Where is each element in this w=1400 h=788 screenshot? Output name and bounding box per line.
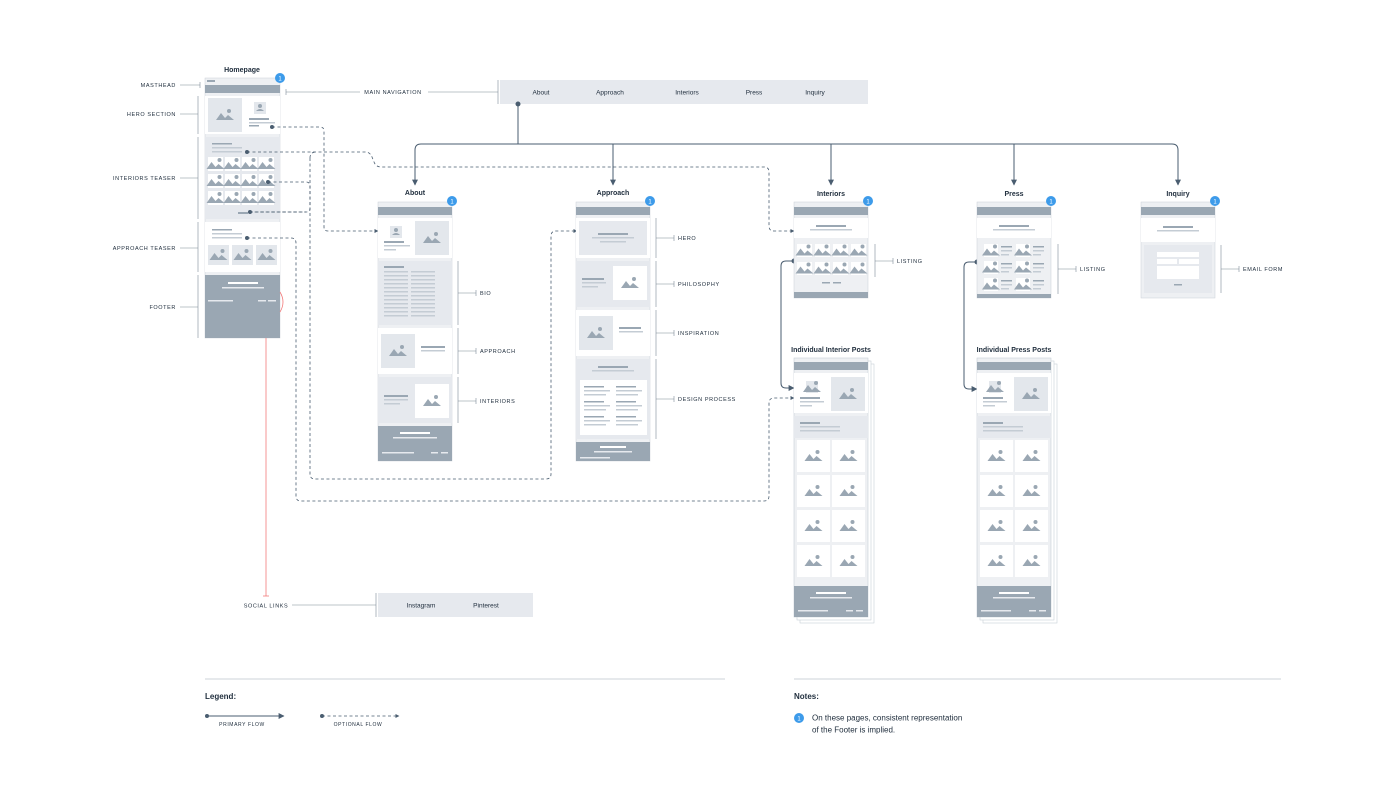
legend-title: Legend: <box>205 692 236 701</box>
label-footer: FOOTER <box>149 305 176 311</box>
inquiry-page-wireframe: Inquiry 1 <box>1140 191 1220 299</box>
label-philosophy: PHILOSOPHY <box>678 282 720 288</box>
notes-title: Notes: <box>794 692 819 701</box>
inquiry-page-title: Inquiry <box>1166 191 1189 198</box>
homepage-label-connectors <box>180 82 201 338</box>
homepage-section-labels: MASTHEAD HERO SECTION INTERIORS TEASER A… <box>113 83 176 311</box>
homepage-wireframe: Homepage <box>204 67 285 339</box>
label-approach-teaser: APPROACH TEASER <box>113 246 176 252</box>
label-approach-hero: HERO <box>678 236 696 242</box>
press-posts-wireframe: Individual Press Posts <box>977 347 1058 624</box>
primary-flow-connectors <box>412 101 1181 392</box>
about-section-labels: BIO APPROACH INTERIORS <box>457 261 516 423</box>
social-links: SOCIAL LINKS Instagram Pinterest <box>244 291 533 617</box>
press-page-wireframe: Press 1 <box>976 191 1056 299</box>
label-bio: BIO <box>480 291 491 297</box>
label-about-approach: APPROACH <box>480 349 516 355</box>
svg-text:1: 1 <box>1049 200 1053 206</box>
homepage-title: Homepage <box>224 67 260 74</box>
label-email-form: EMAIL FORM <box>1243 267 1283 273</box>
nav-item-about[interactable]: About <box>533 90 550 97</box>
optional-flow-connectors <box>245 125 795 502</box>
main-navigation: MAIN NAVIGATION About Approach Interiors… <box>285 80 868 104</box>
label-press-listing: LISTING <box>1080 267 1106 273</box>
label-interiors-teaser: INTERIORS TEASER <box>113 176 176 182</box>
interiors-section-labels: LISTING <box>874 244 923 277</box>
approach-page-title: Approach <box>597 190 630 197</box>
svg-text:1: 1 <box>1213 200 1217 206</box>
notes-number: 1 <box>797 717 801 723</box>
nav-item-press[interactable]: Press <box>746 90 763 97</box>
about-page-title: About <box>405 190 426 197</box>
label-interiors-listing: LISTING <box>897 259 923 265</box>
note-badge: 1 <box>447 196 457 206</box>
approach-section-labels: HERO PHILOSOPHY INSPIRATION DESIGN PROCE… <box>655 218 736 439</box>
note-badge: 1 <box>1210 196 1220 206</box>
label-masthead: MASTHEAD <box>141 83 176 89</box>
label-inspiration: INSPIRATION <box>678 331 719 337</box>
press-page-title: Press <box>1004 191 1023 198</box>
notes: Notes: 1 On these pages, consistent repr… <box>794 678 1281 735</box>
interiors-teaser-thumbnails <box>206 157 276 205</box>
interior-posts-title: Individual Interior Posts <box>791 347 871 354</box>
social-link-instagram[interactable]: Instagram <box>407 603 436 610</box>
nav-item-approach[interactable]: Approach <box>596 90 624 97</box>
nav-item-interiors[interactable]: Interiors <box>675 90 699 97</box>
approach-page-wireframe: Approach <box>575 190 655 462</box>
nav-item-inquiry[interactable]: Inquiry <box>805 90 825 97</box>
inquiry-section-labels: EMAIL FORM <box>1220 245 1283 293</box>
svg-text:1: 1 <box>450 200 454 206</box>
notes-line-1: On these pages, consistent representatio… <box>812 714 962 723</box>
social-links-label: SOCIAL LINKS <box>244 604 289 610</box>
note-badge: 1 <box>1046 196 1056 206</box>
legend-optional-flow: OPTIONAL FLOW <box>334 722 383 728</box>
interiors-page-wireframe: Interiors 1 <box>793 191 873 299</box>
svg-text:1: 1 <box>866 200 870 206</box>
label-design-process: DESIGN PROCESS <box>678 397 736 403</box>
note-badge: 1 <box>645 196 655 206</box>
svg-text:1: 1 <box>648 200 652 206</box>
main-navigation-label: MAIN NAVIGATION <box>364 90 421 96</box>
label-about-interiors: INTERIORS <box>480 399 515 405</box>
press-posts-title: Individual Press Posts <box>977 347 1052 354</box>
note-badge: 1 <box>275 73 285 83</box>
press-section-labels: LISTING <box>1057 244 1106 294</box>
label-hero-section: HERO SECTION <box>127 112 176 118</box>
social-link-pinterest[interactable]: Pinterest <box>473 603 499 610</box>
legend: Legend: PRIMARY FLOW OPTIONAL FLOW <box>205 678 725 728</box>
legend-primary-flow: PRIMARY FLOW <box>219 722 265 728</box>
about-page-wireframe: About <box>377 190 457 462</box>
interior-posts-wireframe: Individual Interior Posts <box>791 347 875 624</box>
note-badge: 1 <box>863 196 873 206</box>
svg-text:1: 1 <box>278 77 282 83</box>
interiors-page-title: Interiors <box>817 191 845 198</box>
notes-line-2: of the Footer is implied. <box>812 726 895 735</box>
